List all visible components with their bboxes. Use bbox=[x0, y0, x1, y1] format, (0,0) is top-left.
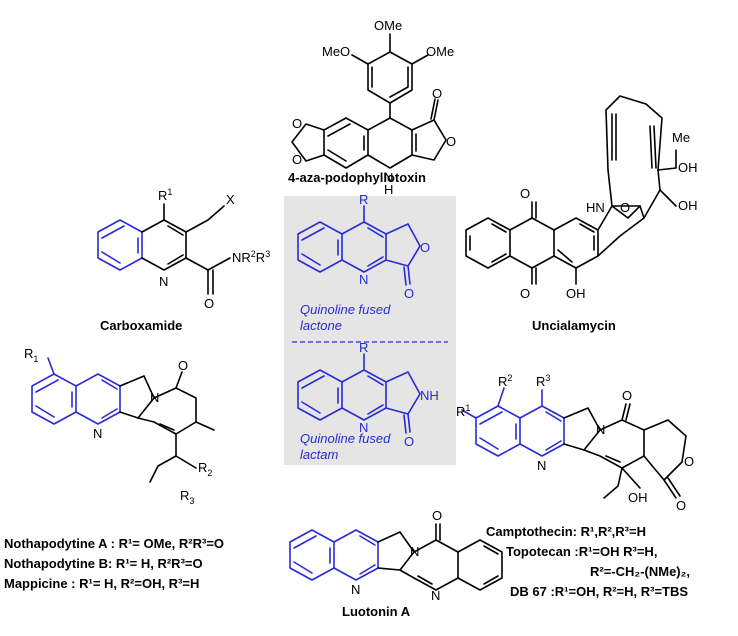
atom-r1-nothapodytine: R1 bbox=[24, 346, 38, 364]
atom-n-luotonin-2: N bbox=[410, 544, 419, 559]
atom-o-dioxole-1: O bbox=[292, 116, 302, 131]
atom-r2-camptothecin: R2 bbox=[498, 373, 512, 389]
atom-hn-uncialamycin: HN bbox=[586, 200, 605, 215]
atom-nr2r3: NR2R3 bbox=[232, 249, 270, 265]
atom-o-lactone-ring: O bbox=[420, 240, 430, 255]
atom-o-quinone-bottom: O bbox=[520, 286, 530, 301]
atom-r3-camptothecin: R3 bbox=[536, 373, 550, 389]
atom-o-amide: O bbox=[204, 296, 214, 311]
label-mappicine: Mappicine : R¹= H, R²=OH, R³=H bbox=[4, 576, 199, 591]
atom-ome-top: OMe bbox=[374, 18, 402, 33]
atom-n-nothapodytine-1: N bbox=[93, 426, 102, 441]
atom-oh-camptothecin: OH bbox=[628, 490, 648, 505]
luotonin-structure bbox=[289, 523, 503, 591]
label-uncialamycin: Uncialamycin bbox=[532, 318, 616, 333]
uncialamycin-structure bbox=[465, 95, 677, 285]
atom-o-quinone-top: O bbox=[520, 186, 530, 201]
label-carboxamide: Carboxamide bbox=[100, 318, 182, 333]
camptothecin-structure bbox=[461, 387, 687, 499]
atom-oh-1: OH bbox=[678, 160, 698, 175]
atom-h: H bbox=[384, 182, 393, 197]
atom-r3-nothapodytine: R3 bbox=[180, 488, 194, 506]
label-db67: DB 67 :R¹=OH, R²=H, R³=TBS bbox=[510, 584, 688, 599]
label-aza-podophyllotoxin: 4-aza-podophyllotoxin bbox=[288, 170, 426, 185]
atom-n-camptothecin-2: N bbox=[596, 422, 605, 437]
core-panel bbox=[284, 196, 456, 465]
atom-o-camptothecin-1: O bbox=[622, 388, 632, 403]
atom-o-camptothecin-carbonyl: O bbox=[676, 498, 686, 513]
atom-n-luotonin-1: N bbox=[351, 582, 360, 597]
atom-n-nothapodytine-2: N bbox=[150, 390, 159, 405]
atom-n-carboxamide: N bbox=[159, 274, 168, 289]
atom-nh: N bbox=[384, 170, 393, 185]
atom-o-camptothecin-ring: O bbox=[684, 454, 694, 469]
atom-r-lactam: R bbox=[359, 340, 368, 355]
atom-o-lactone-carbonyl: O bbox=[404, 286, 414, 301]
atom-oh-2: OH bbox=[678, 198, 698, 213]
atom-r1-camptothecin: R1 bbox=[456, 403, 470, 419]
label-topotecan-r2: R²=-CH₂-(NMe)₂, bbox=[590, 564, 690, 579]
atom-ome-right: OMe bbox=[426, 44, 454, 59]
aza-podophyllotoxin-structure bbox=[291, 33, 447, 169]
caption-lactone-2: lactone bbox=[300, 318, 342, 333]
label-luotonin-a: Luotonin A bbox=[342, 604, 411, 619]
atom-o-luotonin: O bbox=[432, 508, 442, 523]
label-nothapodytine-b: Nothapodytine B: R¹= H, R²R³=O bbox=[4, 556, 203, 571]
nothapodytine-structure bbox=[31, 357, 215, 483]
caption-lactone-1: Quinoline fused bbox=[300, 302, 391, 317]
atom-o-carbonyl: O bbox=[432, 86, 442, 101]
atom-o-nothapodytine: O bbox=[178, 358, 188, 373]
atom-n-lactone: N bbox=[359, 272, 368, 287]
atom-o-lactam: O bbox=[404, 434, 414, 449]
atom-r-lactone: R bbox=[359, 192, 368, 207]
atom-me: Me bbox=[672, 130, 690, 145]
atom-o-dioxole-2: O bbox=[292, 152, 302, 167]
atom-oh-phenol: OH bbox=[566, 286, 586, 301]
caption-lactam-1: Quinoline fused bbox=[300, 431, 391, 446]
atom-r2-nothapodytine: R2 bbox=[198, 460, 212, 478]
atom-n-lactam: N bbox=[359, 420, 368, 435]
atom-r1-carboxamide: R1 bbox=[158, 187, 172, 203]
atom-n-luotonin-3: N bbox=[431, 588, 440, 603]
label-camptothecin: Camptothecin: R¹,R²,R³=H bbox=[486, 524, 646, 539]
carboxamide-structure bbox=[97, 203, 231, 295]
label-nothapodytine-a: Nothapodytine A : R¹= OMe, R²R³=O bbox=[4, 536, 224, 551]
atom-n-camptothecin-1: N bbox=[537, 458, 546, 473]
caption-lactam-2: lactam bbox=[300, 447, 338, 462]
lactam-core-structure bbox=[297, 353, 421, 434]
atom-o-epoxide: O bbox=[620, 200, 630, 215]
lactone-core-structure bbox=[297, 205, 421, 286]
atom-x: X bbox=[226, 192, 235, 207]
atom-o-ring: O bbox=[446, 134, 456, 149]
atom-nh-lactam: NH bbox=[420, 388, 439, 403]
atom-meo-left: MeO bbox=[322, 44, 350, 59]
label-topotecan: Topotecan :R¹=OH R³=H, bbox=[506, 544, 657, 559]
